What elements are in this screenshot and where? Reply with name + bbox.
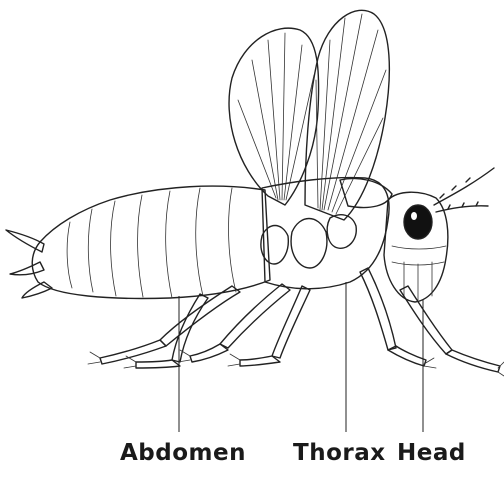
abdomen-body	[32, 186, 270, 298]
thorax-label: Thorax	[293, 440, 386, 466]
compound-eye	[404, 205, 432, 239]
head-body	[384, 168, 494, 302]
head-label: Head	[397, 440, 466, 466]
thorax-body	[261, 178, 392, 289]
ovipositor	[6, 230, 52, 298]
abdomen-label: Abdomen	[120, 440, 246, 466]
antennae	[434, 168, 494, 212]
legs	[100, 268, 500, 372]
